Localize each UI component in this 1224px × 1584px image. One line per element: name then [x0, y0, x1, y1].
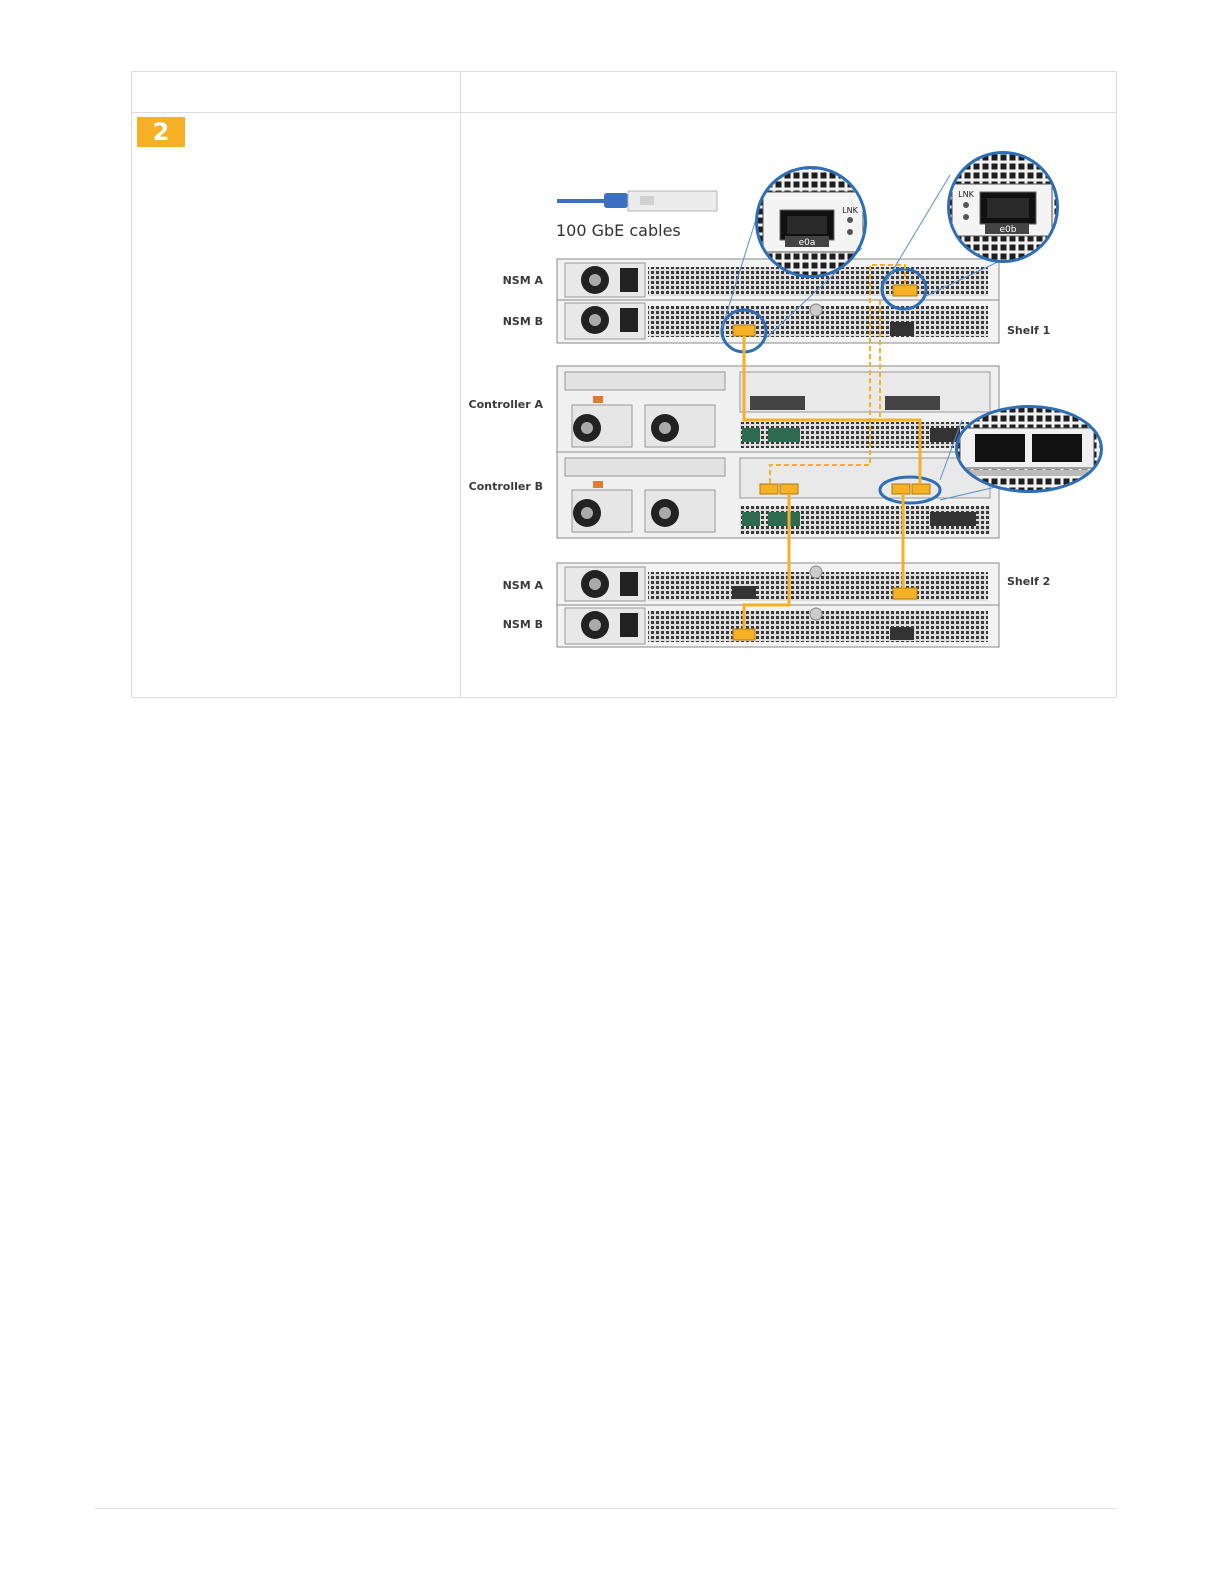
shelf-2-nsm-b-label: NSM B — [503, 618, 543, 631]
lnk-label-left: LNK — [842, 206, 858, 215]
cabling-diagram: 100 GbE cables NSM A NSM B Shelf 1 — [0, 0, 1224, 700]
callout-e0a-magnifier: LNK e0a — [757, 168, 865, 276]
shelf-1-nsm-a-label: NSM A — [503, 274, 544, 287]
cable-icon — [557, 191, 717, 211]
controller-b-label: Controller B — [469, 480, 543, 493]
controller-a-label: Controller A — [469, 398, 544, 411]
shelf-1-nsm-b-label: NSM B — [503, 315, 543, 328]
lnk-label-right: LNK — [958, 190, 974, 199]
shelf-2-label: Shelf 2 — [1007, 575, 1050, 588]
shelf-2-nsm-a-label: NSM A — [503, 579, 544, 592]
footer-divider — [95, 1508, 1117, 1509]
shelf-1-label: Shelf 1 — [1007, 324, 1050, 337]
cable-caption: 100 GbE cables — [556, 221, 681, 240]
port-e0a-label: e0a — [799, 238, 816, 248]
callout-controller-ports-magnifier — [957, 407, 1101, 491]
shelf-1-chassis — [557, 259, 999, 352]
controller-chassis — [557, 366, 999, 538]
callout-e0b-magnifier: LNK e0b — [949, 153, 1057, 261]
port-e0b-label: e0b — [1000, 225, 1017, 235]
